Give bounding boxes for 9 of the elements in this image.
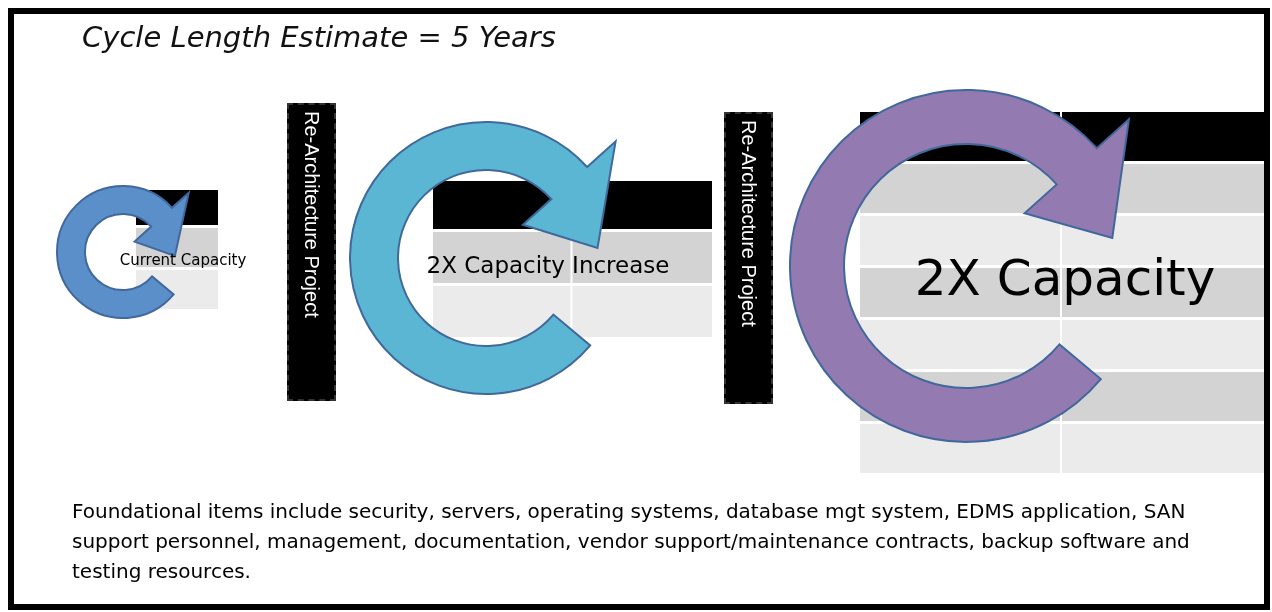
capacity-label: 2X Capacity (914, 249, 1216, 307)
project-band (287, 103, 336, 401)
band-label: Re-Architecture Project (300, 110, 323, 318)
project-band (724, 112, 773, 404)
note-text: Foundational items include security, servers, operating systems, database mgt system, EDMS application, SAN support personnel, management, documentation, vendor support/maintenance contracts, backup software and testing resources. (72, 498, 1191, 585)
capacity-label: 2X Capacity Increase (426, 252, 670, 278)
title: Cycle Length Estimate = 5 Years (82, 20, 556, 54)
band-label: Re-Architecture Project (737, 119, 760, 327)
capacity-label: Current Capacity (119, 251, 247, 269)
